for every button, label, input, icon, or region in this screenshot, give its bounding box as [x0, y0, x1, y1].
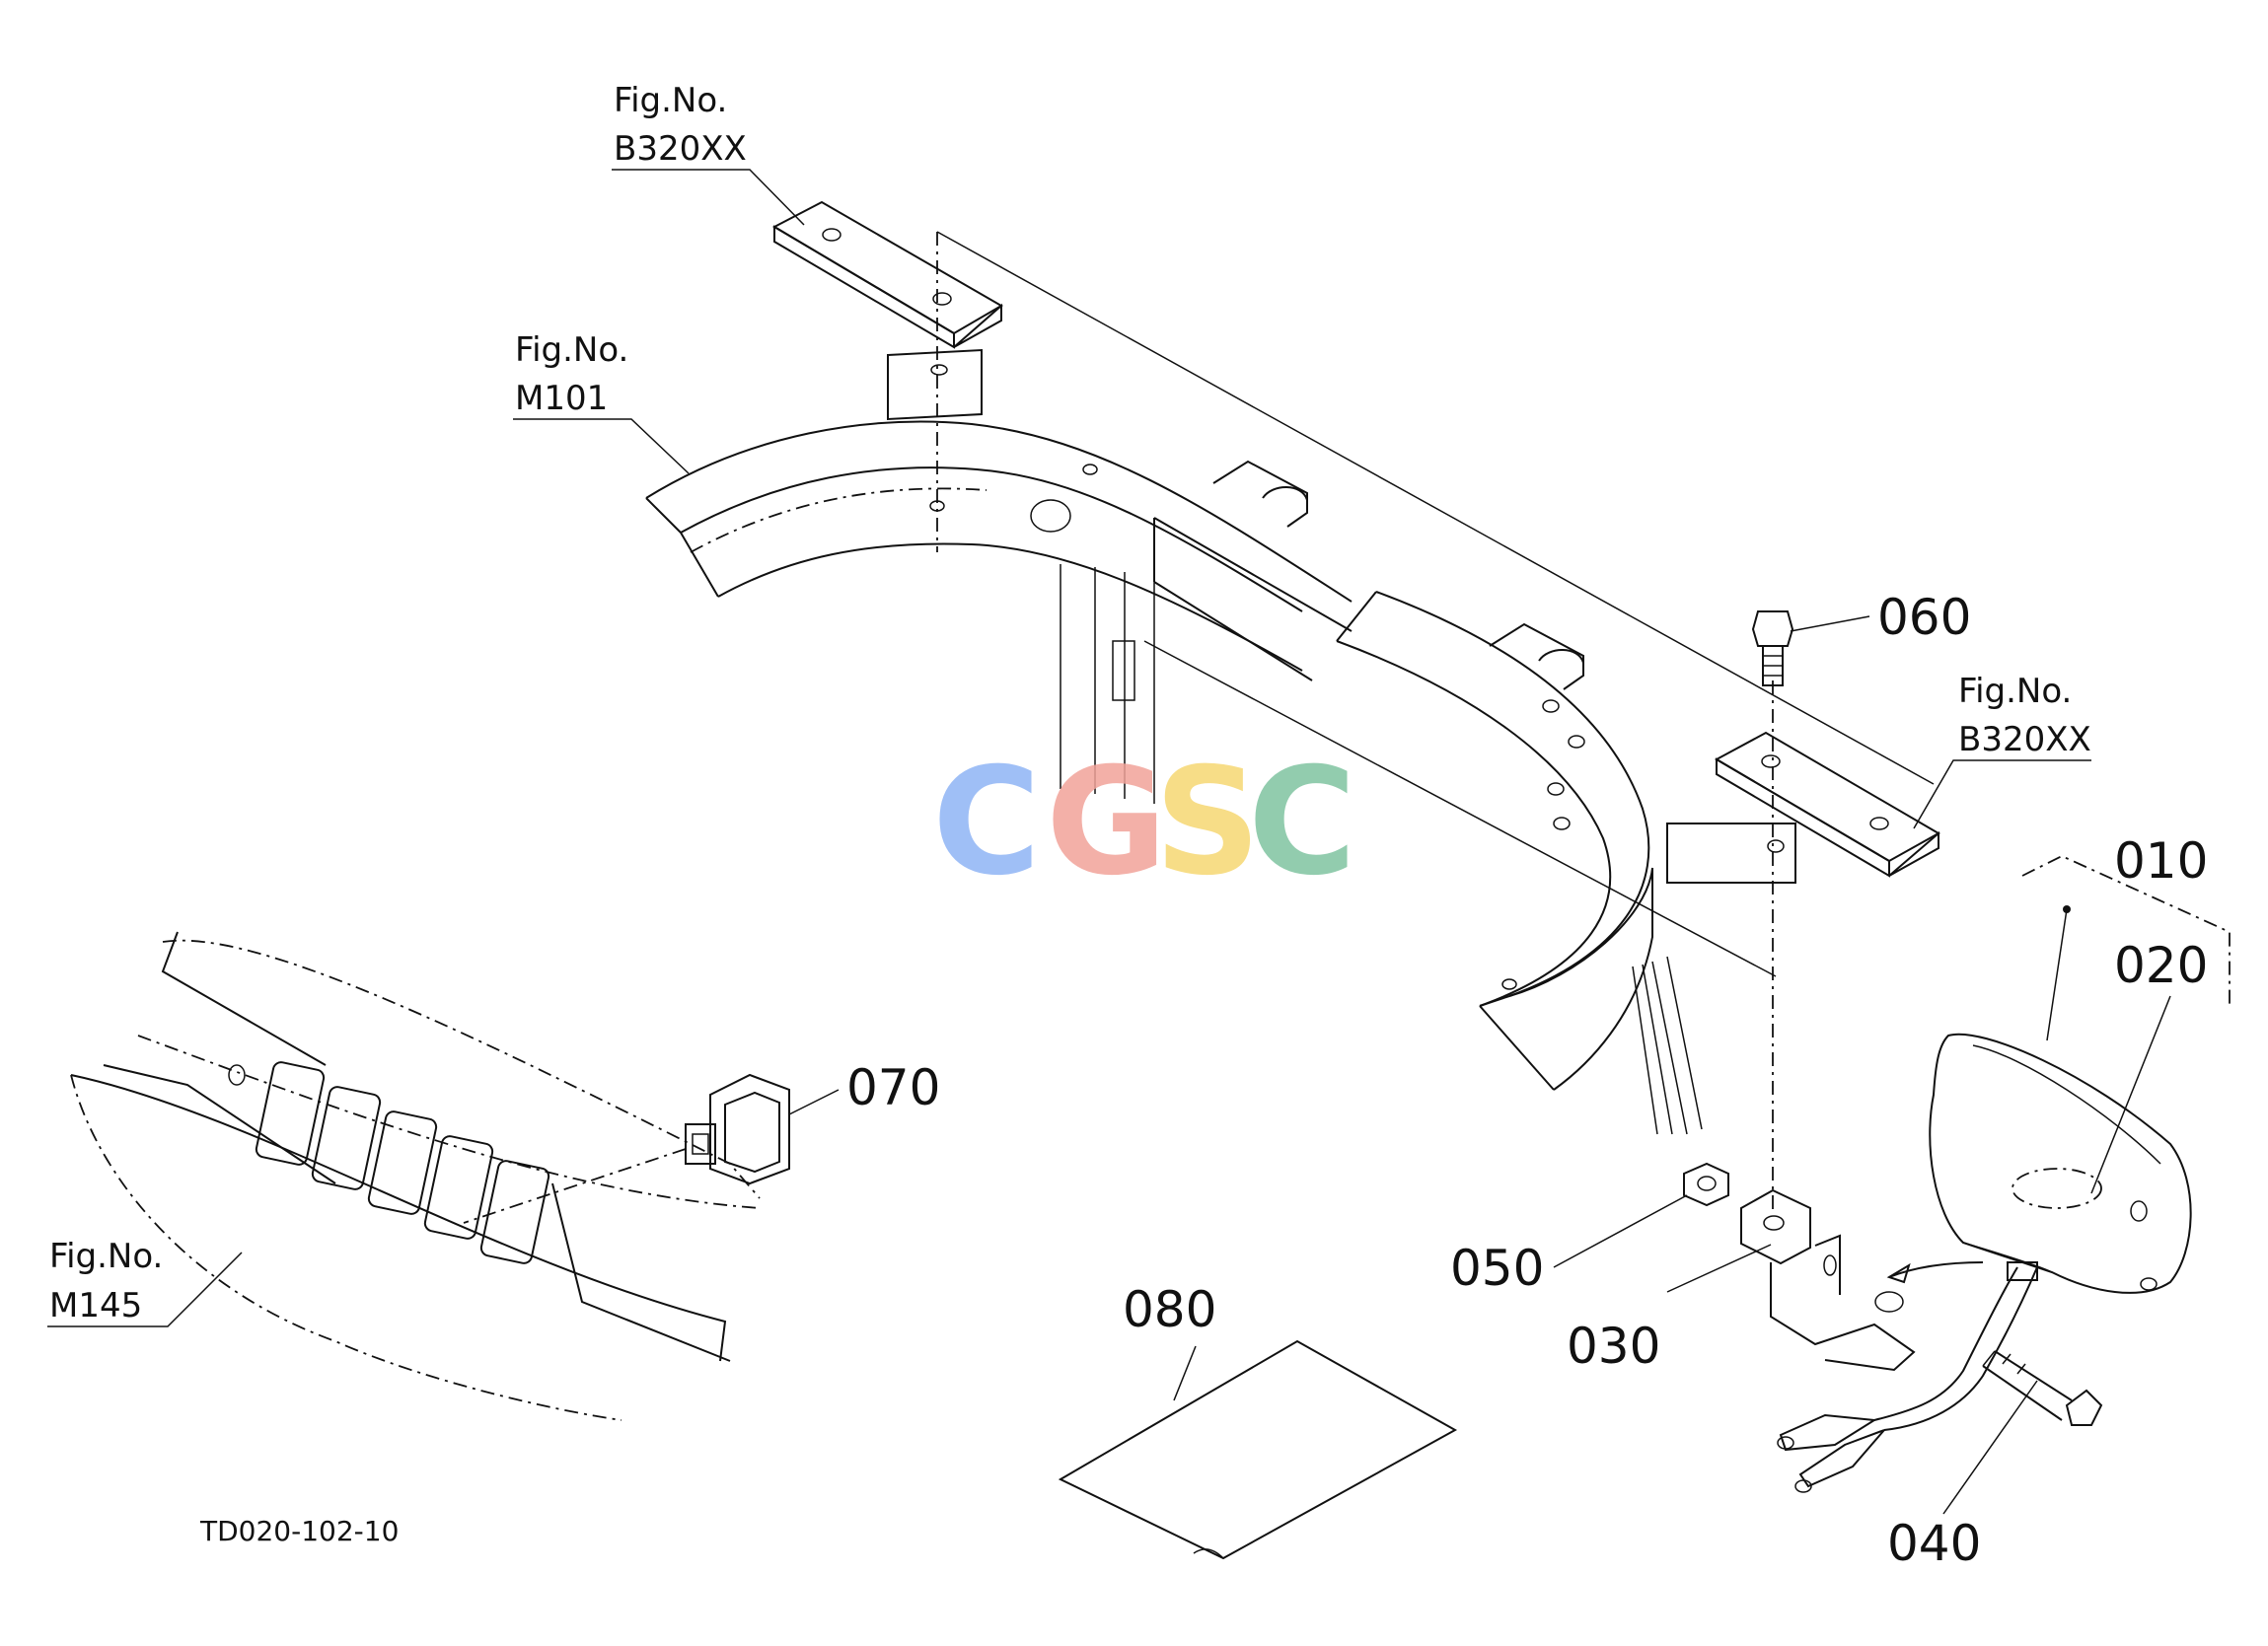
decal-080 — [1058, 1339, 1458, 1560]
fig-ref-b320xx-right: Fig.No. B320XX — [1958, 672, 2091, 759]
watermark-letter: C — [932, 737, 1041, 908]
bracket-030 — [1740, 1188, 1916, 1372]
watermark-letter: G — [1046, 737, 1167, 908]
watermark-letter: S — [1154, 737, 1261, 908]
fig-ref-line2: B320XX — [614, 129, 747, 169]
leader-lines — [47, 169, 2171, 1515]
upper-bracket-plate — [771, 200, 1003, 349]
work-lamp-010 — [1777, 1033, 2192, 1493]
part-label-080: 080 — [1123, 1281, 1216, 1338]
part-label-060: 060 — [1877, 589, 1971, 646]
main-frame-beam — [645, 348, 1584, 804]
fig-ref-line1: Fig.No. — [515, 330, 628, 370]
part-label-040: 040 — [1887, 1515, 1981, 1572]
fig-ref-b320xx-top: Fig.No. B320XX — [614, 81, 747, 169]
part-label-070: 070 — [846, 1059, 940, 1116]
nut-050 — [1683, 1162, 1729, 1207]
fig-ref-line2: B320XX — [1958, 720, 2091, 759]
fig-ref-m101: Fig.No. M101 — [515, 330, 628, 418]
fig-ref-line1: Fig.No. — [49, 1237, 163, 1276]
right-bracket-plate — [1666, 731, 1941, 884]
fig-ref-line2: M145 — [49, 1286, 142, 1325]
part-label-030: 030 — [1567, 1318, 1660, 1375]
watermark-letter: C — [1248, 737, 1356, 908]
bolt-060 — [1751, 610, 1794, 686]
part-label-050: 050 — [1450, 1240, 1544, 1297]
watermark: C G S C — [932, 737, 1356, 908]
switch-070 — [463, 1073, 790, 1224]
part-label-020: 020 — [2114, 937, 2208, 994]
bolt-040 — [1982, 1350, 2103, 1426]
part-label-010: 010 — [2114, 832, 2208, 890]
fig-ref-line1: Fig.No. — [614, 81, 727, 120]
front-grille — [70, 931, 761, 1421]
curved-frame-section — [1336, 591, 1703, 1135]
fig-ref-line2: M101 — [515, 379, 608, 418]
fig-ref-line1: Fig.No. — [1958, 672, 2072, 711]
fig-ref-m145: Fig.No. M145 — [49, 1237, 163, 1325]
drawing-code: TD020-102-10 — [199, 1515, 399, 1547]
